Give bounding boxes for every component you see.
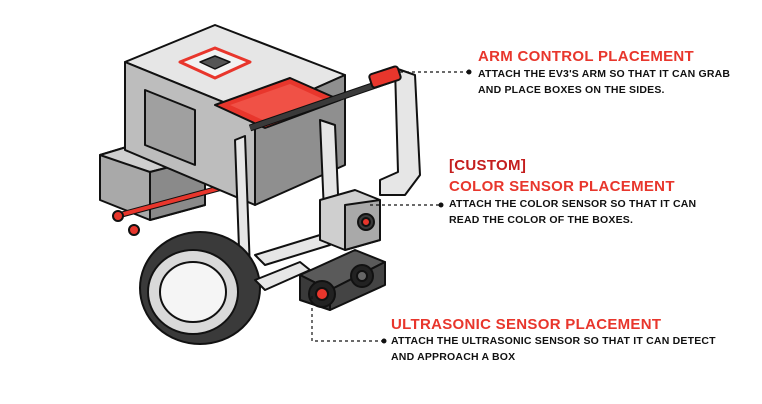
- ev3-brick: [124, 24, 346, 206]
- ultrasonic-sensor: [299, 249, 386, 311]
- arm-frame: [234, 67, 421, 276]
- color-callout-description: ATTACH THE COLOR SENSOR SO THAT IT CAN R…: [449, 196, 696, 228]
- ultrasonic-callout-line-1: ATTACH THE ULTRASONIC SENSOR SO THAT IT …: [391, 335, 716, 347]
- wheel: [139, 231, 261, 345]
- color-leader-dot: [438, 202, 444, 208]
- ultrasonic-callout-line-2: AND APPROACH A BOX: [391, 351, 516, 363]
- color-callout-tag: [CUSTOM]: [449, 157, 527, 174]
- arm-callout-line-1: ATTACH THE EV3'S ARM SO THAT IT CAN GRAB: [478, 68, 731, 80]
- arm-callout-line-2: AND PLACE BOXES ON THE SIDES.: [478, 84, 665, 96]
- arm-leader-dot: [466, 69, 472, 75]
- ultrasonic-leader-dot: [381, 338, 387, 344]
- ultrasonic-leader-line: [311, 296, 383, 342]
- color-callout-title: COLOR SENSOR PLACEMENT: [449, 178, 675, 195]
- color-callout-line-2: READ THE COLOR OF THE BOXES.: [449, 214, 634, 226]
- ultrasonic-callout-title: ULTRASONIC SENSOR PLACEMENT: [391, 316, 662, 333]
- color-callout-line-1: ATTACH THE COLOR SENSOR SO THAT IT CAN: [449, 198, 697, 210]
- arm-axle: [248, 65, 402, 132]
- ultrasonic-callout-description: ATTACH THE ULTRASONIC SENSOR SO THAT IT …: [391, 333, 716, 365]
- arm-callout-description: ATTACH THE EV3'S ARM SO THAT IT CAN GRAB…: [478, 66, 730, 98]
- color-sensor: [319, 189, 381, 251]
- leader-lines: [311, 71, 468, 342]
- ev3-logo: [178, 46, 252, 80]
- arm-callout-title: ARM CONTROL PLACEMENT: [478, 48, 695, 65]
